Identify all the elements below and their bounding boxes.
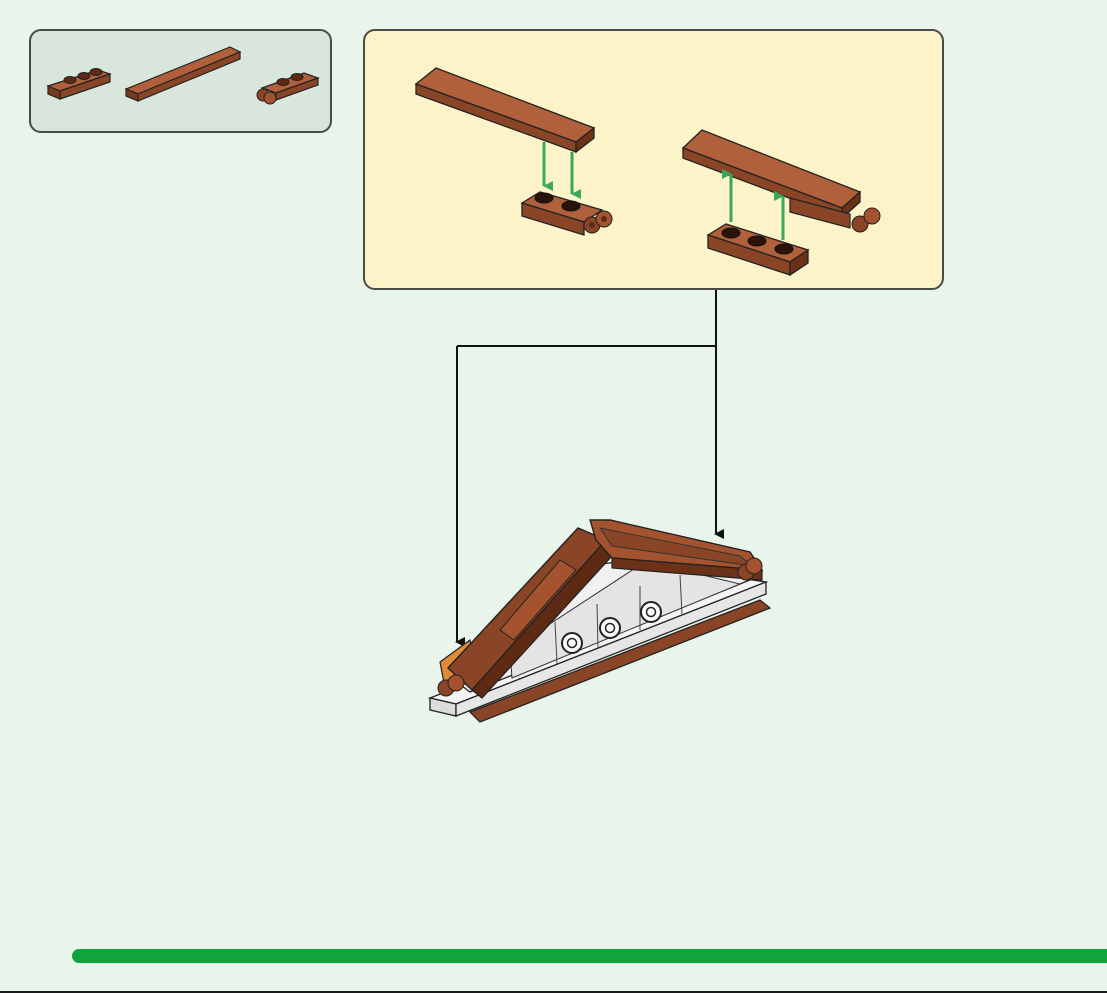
roof-gable-model [430, 520, 770, 722]
hinge-knuckle [448, 675, 464, 691]
progress-bar [72, 949, 1107, 963]
wall-stud [641, 602, 661, 622]
part-tile-1x6-icon [126, 47, 240, 101]
substep-right-plate [708, 224, 808, 275]
part-plate-1x2-icon [48, 69, 110, 100]
substep-left-tile [416, 68, 594, 152]
wall-stud [600, 618, 620, 638]
hinge-knuckle [746, 558, 762, 574]
callout-connector [457, 290, 716, 346]
wall-stud [562, 633, 582, 653]
substep-left-hinge-plate [522, 192, 612, 235]
part-hinge-plate-icon [257, 73, 318, 104]
